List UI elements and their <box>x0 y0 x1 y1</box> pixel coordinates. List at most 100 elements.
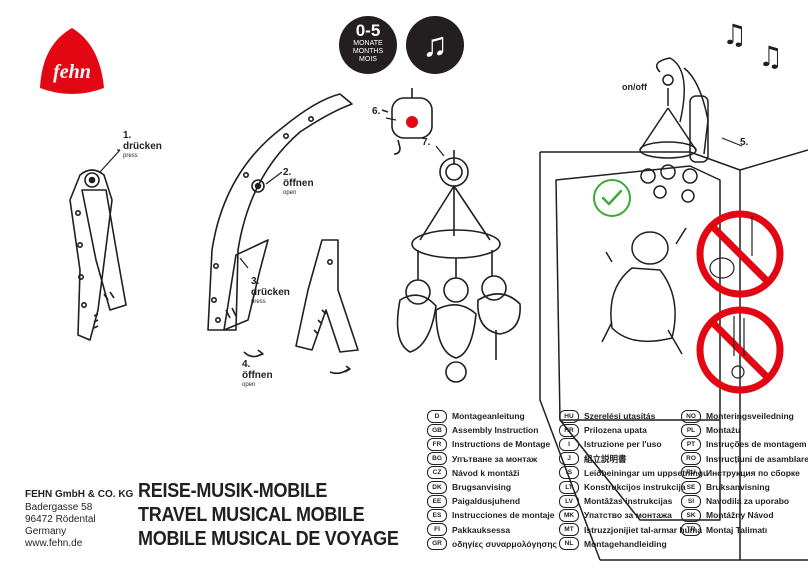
language-item: RO Instrucțiuni de asamblare <box>681 452 808 466</box>
step5-label: 5. <box>740 137 749 148</box>
language-code-badge: FR <box>427 437 447 451</box>
prohibited-sign-icon-2 <box>696 306 784 394</box>
language-code-badge: LV <box>559 494 579 508</box>
language-item: PL Montażu <box>681 423 740 437</box>
title-fr: MOBILE MUSICAL DE VOYAGE <box>138 528 399 550</box>
language-title: Leiðbeiningar um uppsetningu <box>584 467 709 478</box>
language-code-badge: MK <box>559 508 579 522</box>
company-website: www.fehn.de <box>25 538 83 549</box>
language-item: NL Montagehandleiding <box>559 537 667 551</box>
language-code-badge: HR <box>559 423 579 437</box>
language-title: Paigaldusjuhend <box>452 496 521 507</box>
language-title: Montážny Návod <box>706 510 774 521</box>
language-code-badge: DK <box>427 480 447 494</box>
age-unit-en: MONTHS <box>352 48 384 55</box>
mobile-toys-drawing <box>396 150 521 383</box>
language-item: J 組立説明書 <box>559 452 627 466</box>
language-code-badge: RO <box>681 452 701 466</box>
language-code-badge: EE <box>427 494 447 508</box>
language-item: MK Упатство за монтажа <box>559 508 672 522</box>
language-item: PT Instruções de montagem <box>681 437 807 451</box>
language-title: Monteringsveiledning <box>706 411 794 421</box>
language-title: Instrucciones de montaje <box>452 510 555 521</box>
music-box-drawing <box>381 88 433 155</box>
language-title: Instruções de montagem <box>706 439 807 450</box>
language-title: Упатство за монтажа <box>584 510 672 521</box>
language-code-badge: LT <box>559 480 579 494</box>
age-range: 0-5 <box>355 21 381 40</box>
language-code-badge: SI <box>681 494 701 508</box>
language-item: RU Инструкция по сборке <box>681 466 800 480</box>
music-notes-icon: ♫ ♫ <box>722 18 783 73</box>
language-code-badge: J <box>559 452 579 466</box>
age-unit-fr: MOIS <box>359 56 377 63</box>
prohibited-sign-icon <box>696 210 784 298</box>
company-city: 96472 Rödental <box>25 514 96 525</box>
language-code-badge: PL <box>681 423 701 437</box>
svg-text:♫: ♫ <box>722 18 747 51</box>
language-title: Istruzione per l'uso <box>584 439 662 450</box>
language-code-badge: I <box>559 437 579 451</box>
language-item: EE Paigaldusjuhend <box>427 494 520 508</box>
language-code-badge: CZ <box>427 466 447 480</box>
product-titles: REISE-MUSIK-MOBILE TRAVEL MUSICAL MOBILE… <box>138 479 399 551</box>
language-title: Instrucțiuni de asamblare <box>706 453 808 464</box>
language-title: Инструкция по сборке <box>706 467 800 478</box>
language-title: Konstrukcijos instrukcija <box>584 482 686 492</box>
language-code-badge: D <box>427 409 447 423</box>
language-title: Упътване за монтаж <box>452 453 538 464</box>
language-title: Prilozena upata <box>584 425 647 436</box>
language-code-badge: NL <box>559 537 579 551</box>
language-item: SE Bruksanvisning <box>681 480 770 494</box>
company-address: FEHN GmbH & CO. KG Badergasse 58 96472 R… <box>25 489 133 550</box>
language-title: Montagehandleiding <box>584 538 667 549</box>
language-title: Assembly Instruction <box>452 425 539 436</box>
language-item: HR Prilozena upata <box>559 423 647 437</box>
language-code-badge: GR <box>427 537 447 551</box>
language-title: Montageanleitung <box>452 411 525 421</box>
language-item: GB Assembly Instruction <box>427 423 538 437</box>
logo-wordmark: fehn <box>53 61 91 83</box>
language-title: Návod k montáži <box>452 467 520 478</box>
language-code-badge: GB <box>427 423 447 437</box>
company-country: Germany <box>25 526 67 537</box>
fehn-logo: fehn <box>40 28 104 94</box>
company-street: Badergasse 58 <box>25 502 93 513</box>
arm-drawing-step2-4 <box>207 93 353 358</box>
title-de: REISE-MUSIK-MOBILE <box>138 480 328 502</box>
step-arrows <box>99 117 743 269</box>
language-code-badge: IS <box>559 466 579 480</box>
language-item: LT Konstrukcijos instrukcija <box>559 480 686 494</box>
language-title: Pakkauksessa <box>452 524 511 535</box>
language-title: Szerelési utasítás <box>584 411 656 421</box>
language-title: Montaj Talimatı <box>706 524 768 535</box>
language-title: Montażu <box>706 425 741 436</box>
age-badge: 0-5 MONATE MONTHS MOIS <box>339 16 397 74</box>
music-note-icon: ♫ <box>406 16 464 74</box>
title-en: TRAVEL MUSICAL MOBILE <box>138 504 365 526</box>
language-code-badge: HU <box>559 409 579 423</box>
language-code-badge: PT <box>681 437 701 451</box>
clamp-closeup-drawing <box>295 239 359 375</box>
language-item: HU Szerelési utasítás <box>559 409 655 423</box>
language-code-badge: RU <box>681 466 701 480</box>
language-title: Bruksanvisning <box>706 482 770 492</box>
language-code-badge: SE <box>681 480 701 494</box>
language-title: 組立説明書 <box>584 453 627 464</box>
language-item: SI Navodila za uporabo <box>681 494 789 508</box>
language-item: I Istruzione per l'uso <box>559 437 662 451</box>
language-title: Navodila za uporabo <box>706 496 790 507</box>
language-title: Montāžas instrukcijas <box>584 496 673 507</box>
